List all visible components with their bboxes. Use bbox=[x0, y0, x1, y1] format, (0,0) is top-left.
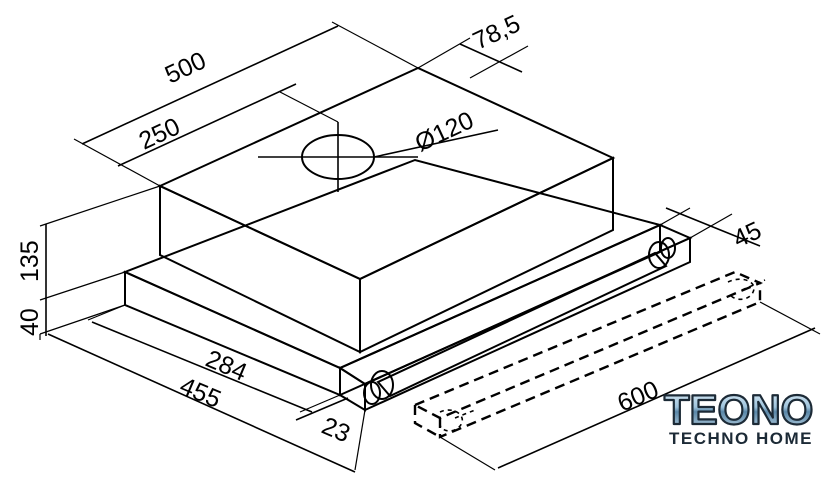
dimension-heights: 135 40 bbox=[16, 185, 161, 336]
dimension-40-label: 40 bbox=[16, 308, 44, 336]
dimension-23-label: 23 bbox=[318, 412, 355, 449]
dimension-diameter-label: Ø120 bbox=[411, 106, 478, 157]
motor-box bbox=[157, 66, 616, 354]
brand-name: TEONO bbox=[664, 386, 813, 433]
dimension-diameter: Ø120 bbox=[373, 106, 499, 158]
dimension-455-label: 455 bbox=[176, 372, 225, 414]
dimension-455: 455 bbox=[39, 333, 366, 473]
dimension-135-label: 135 bbox=[16, 240, 44, 282]
dimension-23: 23 bbox=[295, 397, 355, 449]
brand-tagline: TECHNO HOME bbox=[669, 429, 813, 448]
dimension-500: 500 bbox=[73, 21, 419, 187]
handle-bar bbox=[363, 237, 676, 405]
dimension-250-label: 250 bbox=[135, 112, 185, 155]
dimension-45-label: 45 bbox=[729, 216, 766, 253]
dimension-78-5-label: 78,5 bbox=[469, 9, 525, 55]
dimension-78-5: 78,5 bbox=[417, 9, 529, 79]
duct-outlet bbox=[258, 122, 418, 192]
dimension-500-label: 500 bbox=[161, 46, 211, 89]
dimension-250: 250 bbox=[117, 83, 339, 167]
dimension-600-label: 600 bbox=[613, 375, 662, 417]
extended-visor-outline bbox=[412, 270, 766, 439]
brand-logo: TEONO TECHNO HOME bbox=[663, 385, 815, 448]
